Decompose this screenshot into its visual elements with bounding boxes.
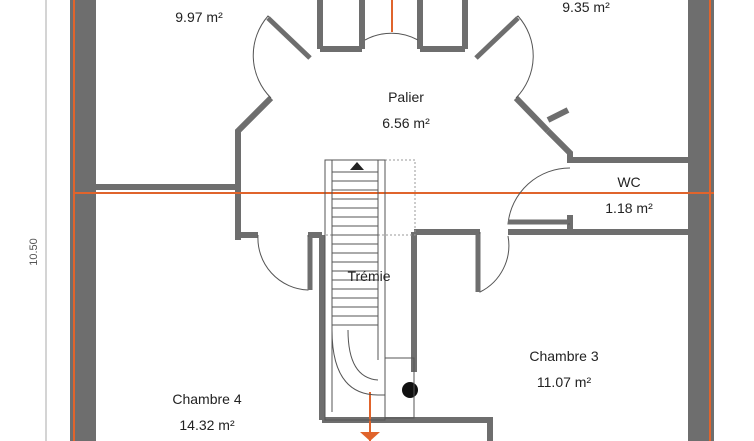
stair-turn-inner [347,329,379,381]
stair-treads [332,171,378,326]
palier-wall-stub [546,107,570,123]
stair-frame [324,159,386,421]
wc-area: 1.18 m² [605,200,653,216]
stair-arrow-down [360,432,380,441]
room-labels: 9.97 m² 9.35 m² Palier 6.56 m² WC 1.18 m… [172,0,653,433]
axis-lines [73,0,714,441]
palier-name: Palier [388,89,424,105]
chambre3-name: Chambre 3 [529,348,598,364]
door-top-center [364,32,419,41]
tremie-name: Trémie [347,268,390,284]
chambre4-name: Chambre 4 [172,391,241,407]
palier-wall-right [513,95,551,134]
palier-wall-left [235,95,274,240]
stair-newel [402,382,418,398]
door-chambre3 [479,232,510,293]
chambre3-area: 11.07 m² [537,374,592,390]
wc-name: WC [617,174,640,190]
doors [252,15,571,293]
wc-wall-top [545,128,714,163]
stair-turn [331,329,385,396]
staircase [324,159,418,421]
leaf-top-right [474,16,520,60]
room-top-right-area: 9.35 m² [562,0,610,15]
room-top-left-area: 9.97 m² [175,9,223,25]
door-leaves [266,16,568,292]
wall-bottom [322,417,493,441]
outer-walls [70,0,714,441]
door-top-left [252,15,311,99]
door-top-right [475,15,534,99]
chambre4-area: 14.32 m² [179,417,235,433]
stair-outline [324,159,416,236]
door-wc [507,167,571,225]
leaf-top-left [266,16,312,60]
stair-arrow-up [350,162,364,170]
height-dimension: 10.50 [28,0,47,441]
interior-walls [96,0,714,441]
dimension-label: 10.50 [28,238,40,266]
door-chambre4 [257,234,309,291]
stair-landing [384,357,415,419]
palier-area: 6.56 m² [382,115,430,131]
